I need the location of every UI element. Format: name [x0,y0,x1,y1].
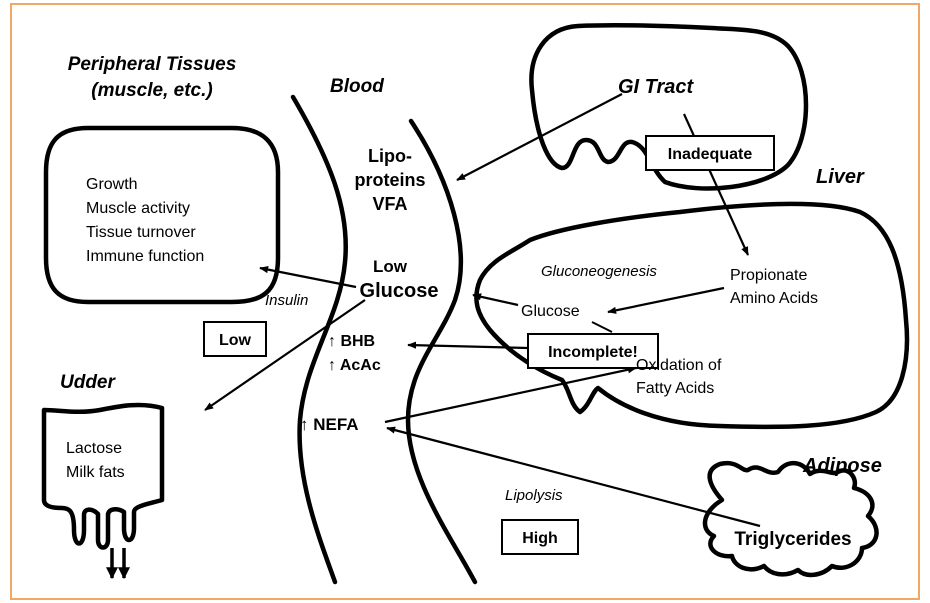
blood-lipo-line1: Lipo- [368,146,412,166]
liver-status-text: Incomplete! [548,344,638,361]
liver-process-label: Gluconeogenesis [541,263,657,280]
blood-nefa-label: ↑ NEFA [300,415,359,434]
insulin-label: Insulin [265,292,308,309]
peripheral-item-growth: Growth [86,176,138,193]
peripheral-item-turnover: Tissue turnover [86,224,196,241]
arrow-nefa-to-oxidation [385,368,636,422]
liver-amino-acids: Amino Acids [730,290,818,307]
peripheral-title-line2: (muscle, etc.) [91,80,212,101]
arrow-liver-glucose-to-blood [473,295,518,305]
blood-glucose-label: Glucose [360,280,439,302]
gi-status-text: Inadequate [668,146,753,163]
blood-title: Blood [330,76,384,97]
adipose-process-label: Lipolysis [505,487,563,504]
blood-vessel-right-wall [408,121,475,582]
peripheral-item-immune: Immune function [86,248,204,265]
liver-glucose: Glucose [521,303,580,320]
gi-title: GI Tract [618,76,695,98]
blood-lipo-line3: VFA [372,194,407,214]
insulin-status-text: Low [219,332,252,349]
blood-lipo-line2: proteins [354,170,425,190]
blood-bhb-label: ↑ BHB [328,333,375,350]
peripheral-title-line1: Peripheral Tissues [68,54,237,75]
udder-title: Udder [60,372,117,393]
blood-acac-label: ↑ AcAc [328,357,381,374]
liver-oxidation-line2: Fatty Acids [636,380,714,397]
arrow-adipose-to-nefa [387,428,760,526]
connector-glucose-incomplete [592,322,612,332]
adipose-content: Triglycerides [734,529,851,550]
adipose-title: Adipose [802,455,882,477]
arrow-propionate-to-glucose [608,288,724,312]
arrow-incomplete-to-ketones [408,345,528,348]
udder-item-milk-fats: Milk fats [66,464,125,481]
liver-propionate: Propionate [730,267,807,284]
peripheral-item-muscle: Muscle activity [86,200,190,217]
blood-low-label: Low [373,257,408,276]
udder-item-lactose: Lactose [66,440,122,457]
liver-oxidation-line1: Oxidation of [636,357,722,374]
adipose-status-text: High [522,530,558,547]
liver-title: Liver [816,166,865,188]
arrow-gi-to-lipoproteins [457,94,622,180]
